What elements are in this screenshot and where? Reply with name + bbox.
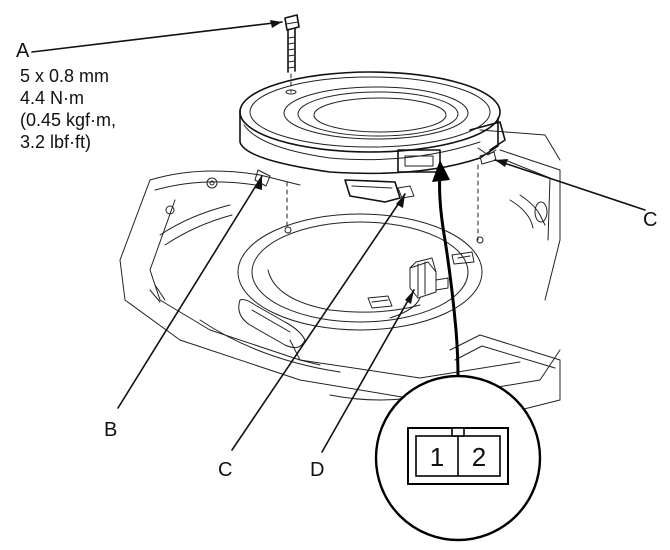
spec-line-1: 5 x 0.8 mm (20, 66, 109, 86)
connector-d (389, 257, 449, 319)
callout-a: A (16, 40, 30, 62)
callout-c-right: C (643, 209, 657, 231)
speaker (239, 71, 506, 241)
text-labels: A 5 x 0.8 mm 4.4 N·m (0.45 kgf·m, 3.2 lb… (16, 40, 657, 481)
spec-line-3: (0.45 kgf·m, (20, 110, 116, 130)
body-panel (119, 129, 561, 411)
harness-routing-line (432, 160, 460, 380)
callout-c-bottom: C (218, 459, 232, 481)
harness-arrow-head (432, 160, 450, 182)
spec-line-4: 3.2 lbf·ft) (20, 132, 91, 152)
mounting-tab-left (367, 295, 393, 309)
mounting-tab-right (451, 251, 475, 265)
spec-line-2: 4.4 N·m (20, 88, 84, 108)
leader-lines (31, 20, 646, 453)
pin-1-label: 1 (430, 442, 444, 472)
speaker-opening (237, 213, 483, 331)
callout-b: B (104, 419, 117, 441)
connector-key (451, 427, 465, 437)
bolt-a (284, 14, 300, 95)
pin-2-label: 2 (472, 442, 486, 472)
connector-inset: 1 2 (374, 374, 542, 542)
callout-d: D (310, 459, 324, 481)
